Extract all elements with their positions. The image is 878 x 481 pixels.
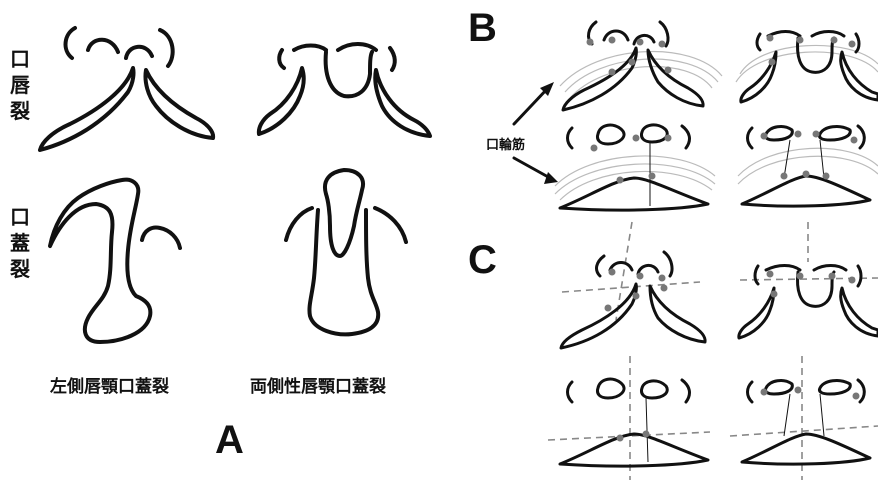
- panel-b-unilateral-lip: [560, 22, 722, 110]
- panel-c-unilateral-lip: [561, 222, 705, 348]
- panel-b-unilateral-lower: [555, 125, 715, 210]
- panel-c-bilateral-lip: [739, 222, 878, 338]
- muscle-arrows: [514, 82, 558, 184]
- bilateral-cleft-lip-drawing: [259, 44, 430, 136]
- panel-c-bilateral-lower: [730, 356, 878, 480]
- bilateral-cleft-palate-drawing: [286, 170, 406, 334]
- panel-c-unilateral-lower: [548, 356, 710, 480]
- panel-b-bilateral-lip: [736, 32, 878, 103]
- unilateral-cleft-lip-drawing: [40, 28, 213, 150]
- unilateral-cleft-palate-drawing: [50, 180, 180, 342]
- panel-b-bilateral-lower: [738, 126, 878, 206]
